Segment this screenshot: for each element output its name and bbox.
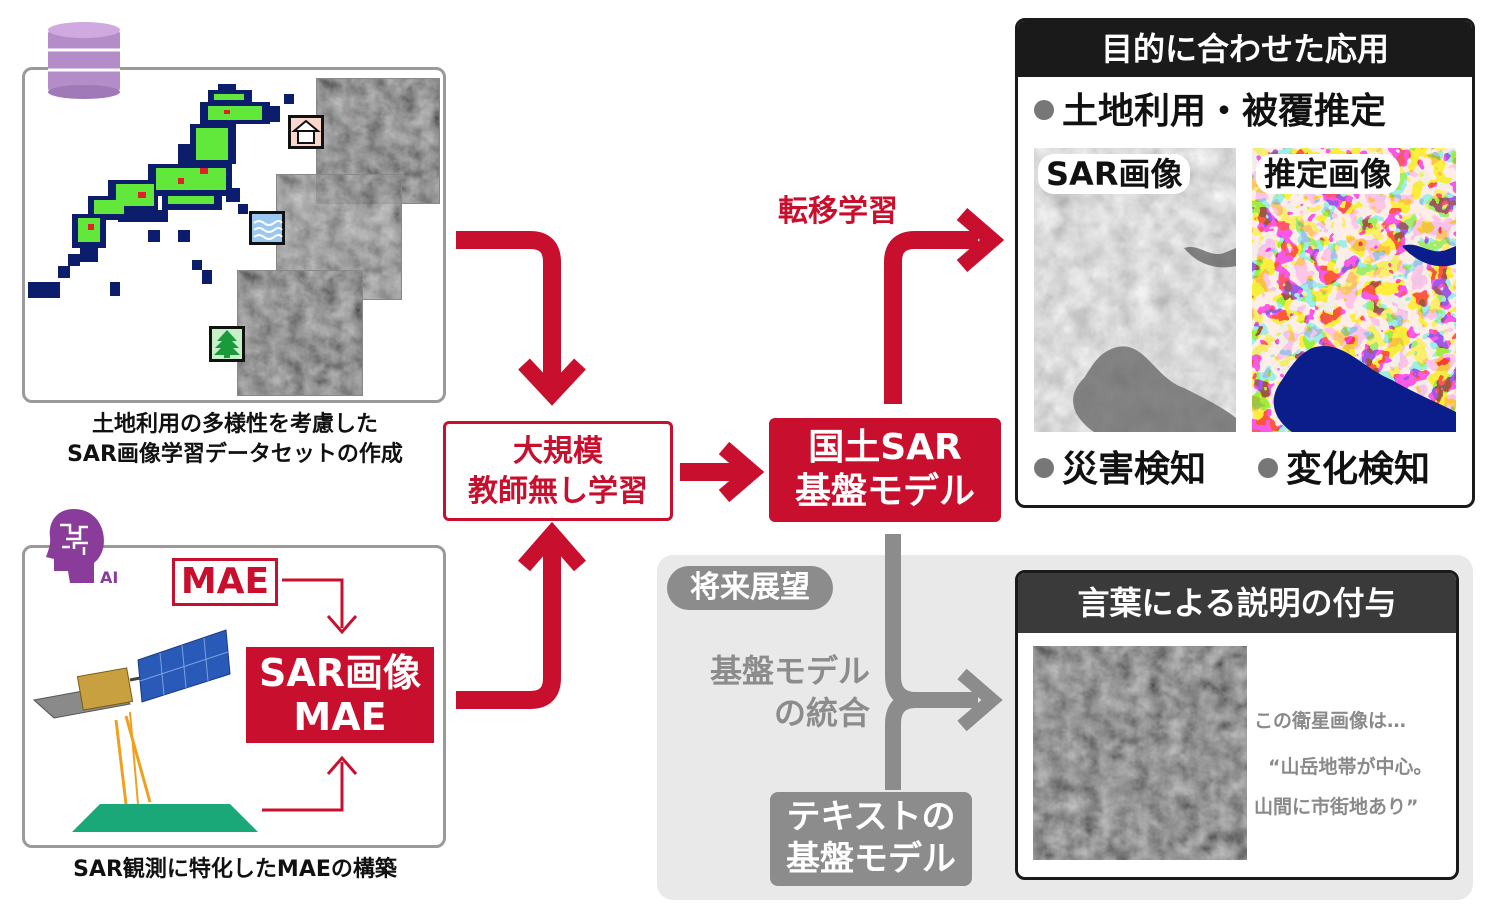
sar-mae-box: SAR画像 MAE [246, 647, 434, 743]
model-integration-text: 基盤モデル の統合 [690, 650, 870, 734]
caption-sar-sample [1033, 646, 1247, 860]
land-use-item: 土地利用・被覆推定 [1034, 90, 1386, 134]
text-foundation-model-box: テキストの 基盤モデル [770, 792, 972, 886]
land-use-label: 土地利用・被覆推定 [1062, 91, 1387, 132]
sar-mae-line2: MAE [293, 695, 387, 739]
unsupervised-learning-box: 大規模 教師無し学習 [443, 421, 673, 521]
caption-description: この衛星画像は… “山岳地帯が中心。 山間に市街地あり” [1254, 698, 1450, 830]
satellite-illustration [32, 629, 258, 832]
change-detection-label: 変化検知 [1286, 449, 1431, 490]
estimated-image-label: 推定画像 [1256, 154, 1401, 194]
bullet-dot [1258, 458, 1278, 478]
dataset-caption-line1: 土地利用の多様性を考慮した [91, 412, 378, 437]
sar-mae-line1: SAR画像 [258, 651, 422, 695]
foundation-model-box: 国土SAR 基盤モデル [769, 418, 1001, 522]
japan-map-grid [28, 84, 294, 298]
transfer-learning-label: 転移学習 [778, 194, 898, 229]
sar-sample-forest [237, 270, 363, 396]
desc-line2: “山岳地帯が中心。 [1268, 756, 1433, 778]
mae-caption: SAR観測に特化したMAEの構築 [73, 857, 397, 882]
bullet-dot [1034, 458, 1054, 478]
text-model-line1: テキストの [786, 797, 956, 837]
unsupervised-line1: 大規模 [513, 434, 603, 469]
database-icon [48, 22, 120, 99]
text-model-line2: 基盤モデル [786, 839, 956, 879]
disaster-detection-label: 災害検知 [1062, 449, 1207, 490]
desc-line1: この衛星画像は… [1254, 710, 1407, 732]
integration-line2: の統合 [773, 694, 870, 732]
model-line2: 基盤モデル [794, 471, 975, 512]
ai-label: AI [100, 568, 119, 587]
future-outlook-tag: 将来展望 [667, 566, 833, 610]
house-icon [288, 115, 324, 149]
bullet-dot [1034, 100, 1054, 120]
sar-image-sample [1034, 148, 1236, 432]
unsupervised-line2: 教師無し学習 [468, 474, 648, 509]
dataset-caption-line2: SAR画像学習データセットの作成 [67, 442, 403, 467]
captioning-header: 言葉による説明の付与 [1018, 573, 1456, 633]
applications-header: 目的に合わせた応用 [1018, 21, 1472, 77]
estimated-image-sample [1252, 148, 1456, 432]
water-icon [249, 211, 285, 245]
sar-image-label: SAR画像 [1038, 154, 1191, 194]
desc-line3: 山間に市街地あり” [1254, 796, 1419, 818]
change-detection-item: 変化検知 [1258, 448, 1430, 492]
mae-label: MAE [172, 558, 278, 606]
ai-head-icon [46, 509, 104, 583]
tree-icon [209, 326, 245, 362]
disaster-detection-item: 災害検知 [1034, 448, 1206, 492]
dataset-caption: 土地利用の多様性を考慮した SAR画像学習データセットの作成 [10, 410, 460, 470]
model-line1: 国土SAR [808, 427, 962, 468]
integration-line1: 基盤モデル [709, 652, 870, 690]
